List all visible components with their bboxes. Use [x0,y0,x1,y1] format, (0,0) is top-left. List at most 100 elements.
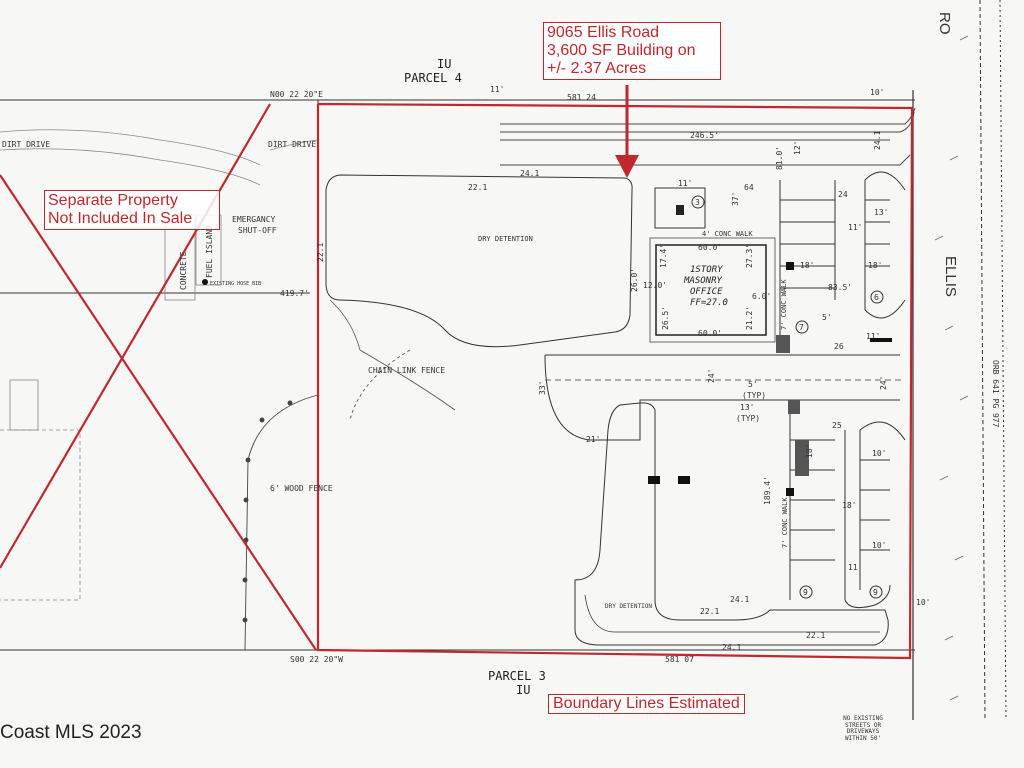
parking-count-markers: 3 6 7 9 9 [691,195,884,599]
property-title-note: 9065 Ellis Road 3,600 SF Building on +/-… [543,22,721,80]
dim-24c: 24' [879,376,888,390]
dim-5: 5' [822,313,832,322]
marker-3: 3 [695,198,700,207]
boundary-note: Boundary Lines Estimated [548,694,745,714]
pointer-arrow [615,85,639,178]
dim-11d: 11' [848,563,862,572]
parking-lower [789,410,906,609]
marker-7: 7 [799,323,804,332]
drive-aisle [544,354,905,441]
dim-10d: 10' [872,541,886,550]
hatch-walk [776,335,809,476]
typ-13-label: (TYP) [736,414,760,423]
dim-241a: 24.1 [520,169,539,178]
left-dirt-drive [0,129,319,601]
distance-top: 581 24 [567,93,596,102]
dim-11e: 11' [490,85,504,94]
building-label-2: MASONRY [683,276,723,286]
dim-21: 21' [586,435,600,444]
typ-5-label: (TYP) [742,391,766,400]
parcel-3-code: IU [516,683,530,697]
road-label-ellis: ELLIS [942,256,959,297]
dim-1894: 189.4' [763,476,772,505]
building-label-3: OFFICE [690,287,723,297]
distance-bottom: 581 07 [665,655,694,664]
dim-25: 25 [832,421,842,430]
wood-fence-label: 6' WOOD FENCE [270,484,333,493]
wood-fence [242,394,319,651]
title-line-building: 3,600 SF Building on [547,41,696,59]
dim-600-top: 60.0' [698,243,722,252]
dim-33: 33' [538,381,547,395]
dim-221a: 22.1 [468,183,487,192]
dim-64: 64 [744,183,754,192]
conc-walk-side: 7' CONC WALK [780,279,788,330]
emergency-label-2: SHUT-OFF [238,226,277,235]
dim-13: 13' [874,208,888,217]
dim-12: 12' [793,141,802,155]
dry-detention-lower-label: DRY DETENTION [605,603,652,610]
marker-9a: 9 [803,588,808,597]
dim-10b: 10' [872,449,886,458]
dim-835: 83.5' [828,283,852,292]
dim-10c: 10' [916,598,930,607]
dirt-drive-mid: DIRT DRIVE [268,140,316,149]
dim-11a: 11' [678,179,692,188]
dim-212: 21.2' [745,306,754,330]
boundary-overlay [0,102,914,660]
dry-detention-label: DRY DETENTION [478,235,533,243]
dim-24b: 24' [707,369,716,383]
road-label-top: RO [936,12,953,35]
dim-11c: 11' [866,332,880,341]
bearing-bottom: S00 22 20"W [290,655,343,664]
marker-9b: 9 [873,588,878,597]
dim-60: 6.0' [752,292,771,301]
chain-link-fence [349,349,456,421]
parking-upper [779,171,906,340]
dim-221c: 22.1 [316,243,325,262]
dim-10a: 10' [870,88,884,97]
mls-watermark: Coast MLS 2023 [0,722,142,743]
bearing-top: N00 22 20"E [270,90,323,99]
dim-221d: 22.1 [806,631,825,640]
utility-markers [202,262,892,496]
parcel-4-label: PARCEL 4 [404,71,462,85]
typ-13-value: 13' [740,403,754,412]
dim-18b: 18' [868,261,882,270]
chain-link-fence-label: CHAIN LINK FENCE [368,366,445,375]
orb-reference: ORB 641 PG 977 [991,360,1000,428]
building-label-4: FF=27.0 [690,298,728,308]
title-line-address: 9065 Ellis Road [547,24,660,41]
dry-detention-pond-lower [574,402,889,646]
dim-241c: 24.1 [722,643,741,652]
dim-419: 419.7' [280,289,309,298]
parcel-4-code: IU [437,57,451,71]
dim-241d: 24.1 [873,131,882,150]
dry-detention-pond-upper [325,174,633,348]
building-label-1: 1STORY [690,265,723,275]
utility-pad [654,187,706,229]
dim-26: 26 [834,342,844,351]
title-line-acres: +/- 2.37 Acres [547,59,647,77]
dim-265: 26.5' [661,306,670,330]
hose-bib-label: EXISTING HOSE BIB [210,281,261,287]
road-survey-marks [934,35,969,701]
dim-18a: 18' [800,261,814,270]
separate-line-1: Separate Property [48,192,178,209]
dim-120: 12.0' [643,281,667,290]
dim-246: 246.5' [690,131,719,140]
typ-5-value: 5' [748,380,758,389]
concrete-label: CONCRETE [179,251,188,290]
dim-18c: 18' [805,444,814,458]
emergency-label-1: EMERGANCY [232,215,276,224]
dim-810: 81.0' [775,146,784,170]
no-existing-note: NO EXISTING STREETS OR DRIVEWAYS WITHIN … [843,715,883,742]
dim-24a: 24 [838,190,848,199]
dim-600-bottom: 60.0' [698,329,722,338]
fuel-island-label: FUEL ISLAND [205,225,214,278]
separate-line-2: Not Included In Sale [48,209,193,227]
dim-37: 37' [731,192,740,206]
dim-174: 17.4' [659,244,668,268]
dim-273: 27.3' [745,244,754,268]
